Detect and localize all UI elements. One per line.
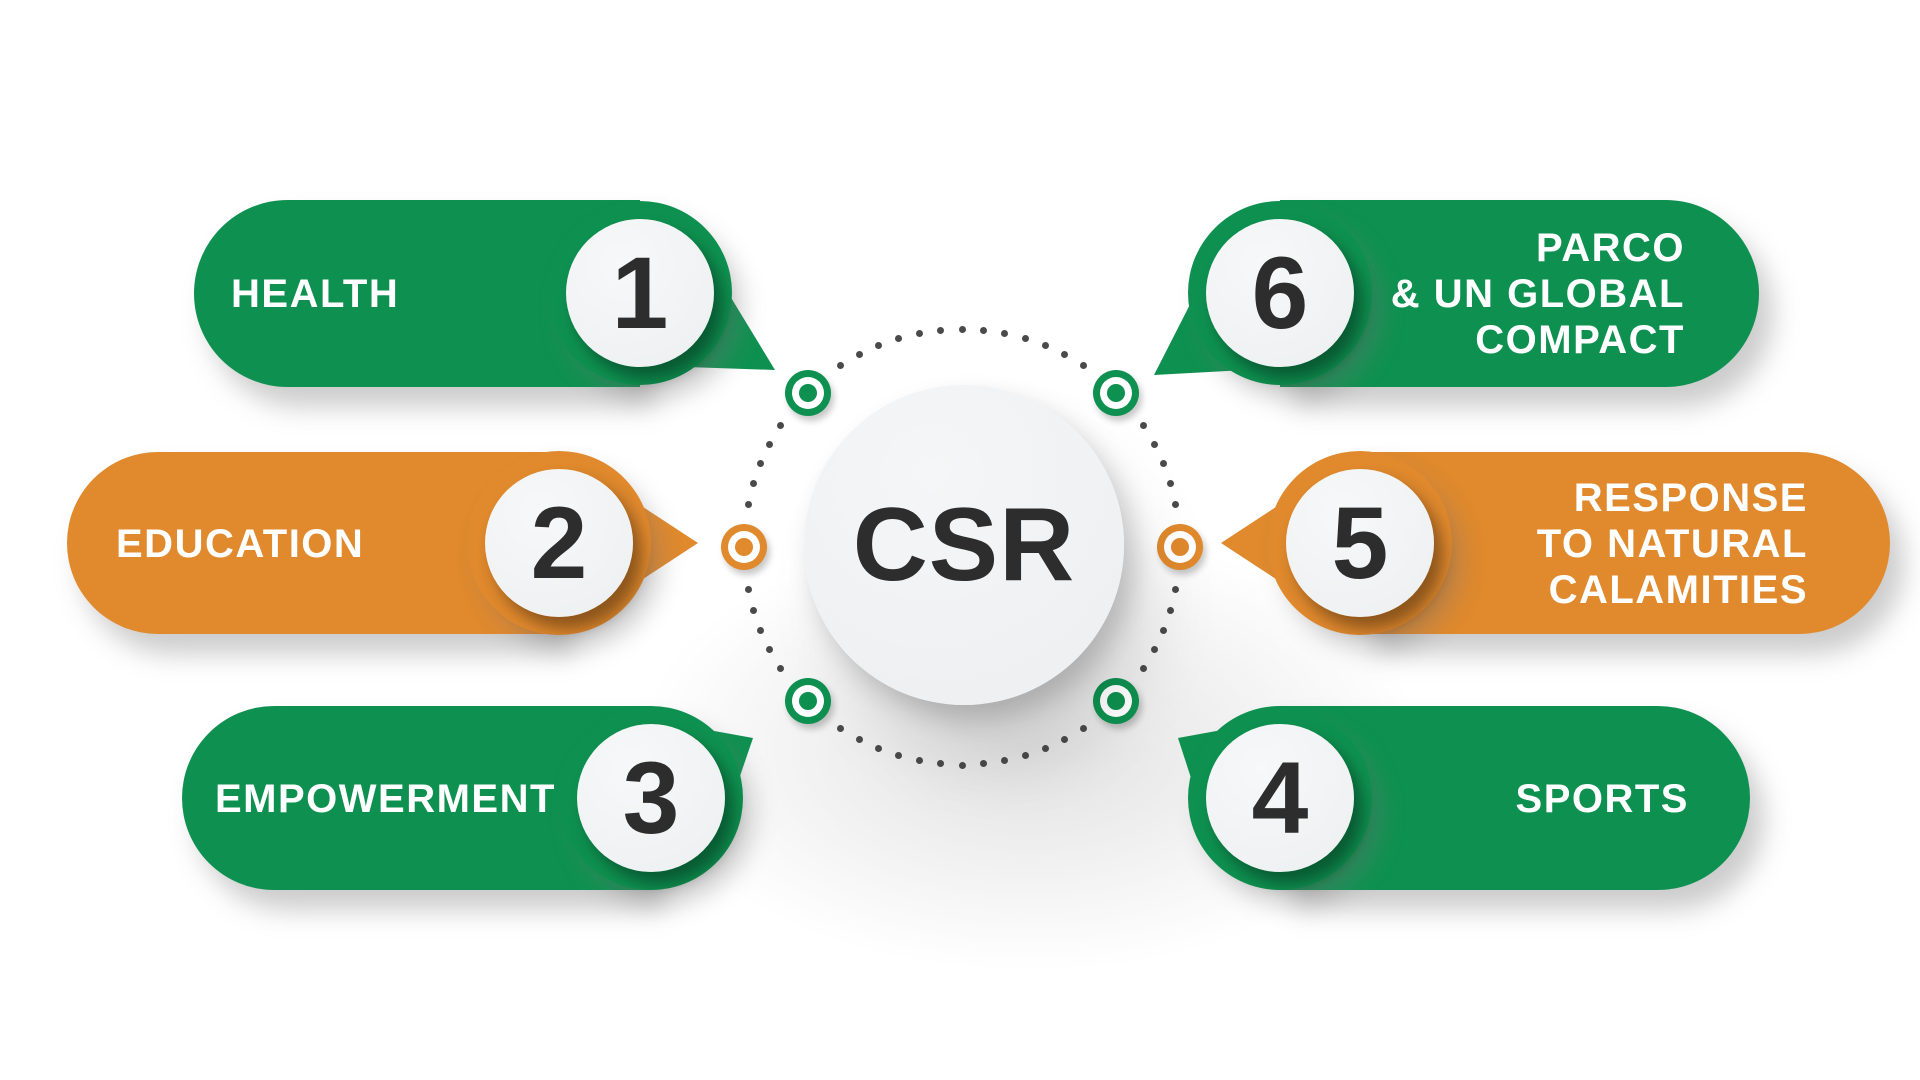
orbit-dot <box>1001 329 1009 337</box>
orbit-dot <box>1172 586 1180 594</box>
orbit-dot <box>1150 646 1158 654</box>
number-circle-5: 5 <box>1286 469 1434 617</box>
ring-dot-top-left-ring <box>792 377 824 409</box>
label-response-line-3: CALAMITIES <box>1548 568 1808 612</box>
orbit-dot <box>837 724 845 732</box>
orbit-dot <box>837 362 845 370</box>
orbit-dot <box>744 586 752 594</box>
orbit-dot <box>1079 362 1087 370</box>
ring-dot-bottom-right <box>1093 678 1139 724</box>
label-empowerment: EMPOWERMENT <box>215 777 556 821</box>
orbit-dot <box>1021 334 1029 342</box>
orbit-dot <box>757 626 765 634</box>
number-circle-1: 1 <box>566 219 714 367</box>
label-parco-line-1: PARCO <box>1536 226 1685 270</box>
orbit-dot <box>1167 606 1175 614</box>
label-response: RESPONSE TO NATURAL CALAMITIES <box>1537 475 1808 613</box>
orbit-dot <box>749 606 757 614</box>
orbit-dot <box>1139 664 1147 672</box>
orbit-dot <box>766 646 774 654</box>
orbit-dot <box>1159 626 1167 634</box>
label-education: EDUCATION <box>116 522 365 566</box>
ring-dot-bottom-right-core <box>1107 692 1125 710</box>
ring-dot-bottom-left <box>785 678 831 724</box>
orbit-dot <box>757 460 765 468</box>
ring-dot-right <box>1157 524 1203 570</box>
orbit-dot <box>937 760 945 768</box>
orbit-dot <box>855 735 863 743</box>
orbit-dot <box>1139 422 1147 430</box>
number-4: 4 <box>1251 741 1309 855</box>
ring-dot-bottom-left-ring <box>792 685 824 717</box>
orbit-dot <box>1079 724 1087 732</box>
ring-dot-bottom-left-core <box>799 692 817 710</box>
orbit-dot <box>958 325 966 333</box>
ring-dot-top-right <box>1093 370 1139 416</box>
label-parco-line-2: & UN GLOBAL <box>1390 272 1685 316</box>
ring-dot-top-left-core <box>799 384 817 402</box>
orbit-dot <box>1041 342 1049 350</box>
orbit-dot <box>1159 460 1167 468</box>
number-6: 6 <box>1251 236 1309 350</box>
ring-dot-top-left <box>785 370 831 416</box>
orbit-dot <box>744 500 752 508</box>
number-1: 1 <box>611 236 669 350</box>
label-sports: SPORTS <box>1515 777 1689 821</box>
orbit-dot <box>1001 757 1009 765</box>
orbit-dot <box>777 664 785 672</box>
label-parco: PARCO & UN GLOBAL COMPACT <box>1391 225 1685 363</box>
number-circle-4: 4 <box>1206 724 1354 872</box>
orbit-dot <box>915 757 923 765</box>
orbit-dot <box>979 760 987 768</box>
ring-dot-left <box>721 524 767 570</box>
orbit-dot <box>895 334 903 342</box>
orbit-dot <box>1061 735 1069 743</box>
ring-dot-right-ring <box>1164 531 1196 563</box>
label-response-line-2: TO NATURAL <box>1536 522 1808 566</box>
orbit-dot <box>749 480 757 488</box>
number-5: 5 <box>1331 486 1389 600</box>
orbit-dot <box>766 440 774 448</box>
label-parco-line-3: COMPACT <box>1475 318 1685 362</box>
orbit-dot <box>937 326 945 334</box>
orbit-dot <box>1167 480 1175 488</box>
ring-dot-bottom-right-ring <box>1100 685 1132 717</box>
number-3: 3 <box>622 741 680 855</box>
ring-dot-top-right-core <box>1107 384 1125 402</box>
ring-dot-top-right-ring <box>1100 377 1132 409</box>
ring-dot-left-ring <box>728 531 760 563</box>
orbit-dot <box>958 761 966 769</box>
orbit-dot <box>1061 351 1069 359</box>
orbit-dot <box>1021 752 1029 760</box>
csr-label: CSR <box>852 487 1076 603</box>
orbit-dot <box>1172 500 1180 508</box>
label-response-line-1: RESPONSE <box>1573 476 1808 520</box>
orbit-dot <box>855 351 863 359</box>
number-2: 2 <box>530 486 588 600</box>
orbit-dot <box>1150 440 1158 448</box>
ring-dot-left-core <box>735 538 753 556</box>
label-health: HEALTH <box>231 272 400 316</box>
number-circle-3: 3 <box>577 724 725 872</box>
orbit-dot <box>915 329 923 337</box>
orbit-dot <box>777 422 785 430</box>
orbit-dot <box>979 326 987 334</box>
center-circle: CSR <box>804 385 1124 705</box>
number-circle-2: 2 <box>485 469 633 617</box>
orbit-dot <box>875 744 883 752</box>
orbit-dot <box>1041 744 1049 752</box>
ring-dot-right-core <box>1171 538 1189 556</box>
orbit-dot <box>895 752 903 760</box>
number-circle-6: 6 <box>1206 219 1354 367</box>
orbit-dot <box>875 342 883 350</box>
